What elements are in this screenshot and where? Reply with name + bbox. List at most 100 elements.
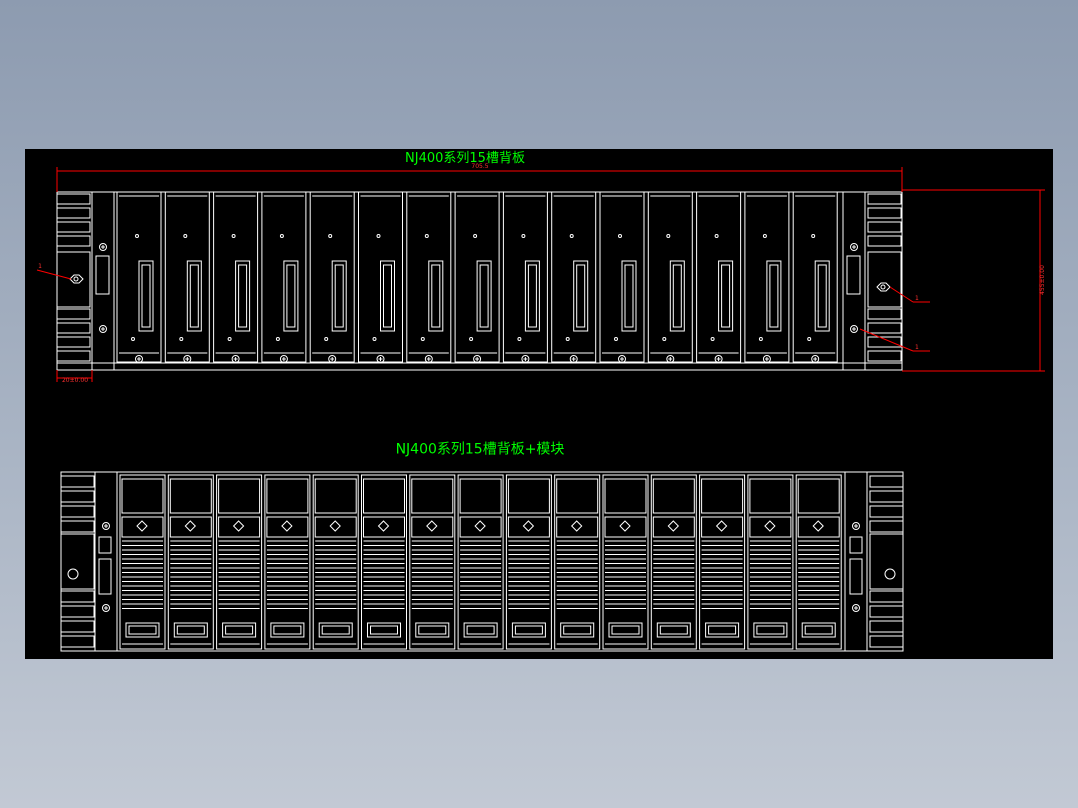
right-end-screw bbox=[850, 243, 858, 251]
slot-key-hole bbox=[666, 234, 671, 238]
right-bracket-fin bbox=[867, 221, 902, 233]
io-module-top-cover bbox=[701, 478, 744, 514]
io-module-handle-grip bbox=[659, 625, 688, 635]
left-mounting-hex-nut bbox=[69, 274, 84, 284]
backplane-slot bbox=[454, 191, 500, 363]
io-module-logo-icon bbox=[184, 520, 197, 532]
io-module-handle bbox=[656, 622, 691, 638]
io-module-frame bbox=[699, 474, 746, 650]
slot-connector-pins bbox=[527, 264, 537, 328]
slot-connector-pins bbox=[334, 264, 344, 328]
io-module-top-cover bbox=[797, 478, 840, 514]
io-module-logo-icon bbox=[377, 520, 390, 532]
io-module-handle-grip bbox=[708, 625, 737, 635]
right-assembly-fin bbox=[869, 475, 904, 488]
slot-connector bbox=[718, 260, 734, 332]
left-bracket-fin bbox=[56, 235, 91, 247]
io-module-top-cover bbox=[218, 478, 261, 514]
io-module-label-strip bbox=[169, 516, 212, 538]
io-module-top-cover bbox=[121, 478, 164, 514]
backplane-with-modules-view bbox=[60, 471, 904, 652]
io-module bbox=[216, 474, 263, 650]
io-module-logo-icon bbox=[232, 520, 245, 532]
slot-key-hole bbox=[710, 337, 715, 341]
right-ground-terminal bbox=[884, 568, 896, 580]
io-module-handle bbox=[608, 622, 643, 638]
slot-screw bbox=[714, 355, 723, 363]
io-module-frame bbox=[650, 474, 697, 650]
io-module-handle bbox=[270, 622, 305, 638]
slot-connector-pins bbox=[769, 264, 779, 328]
backplane-slot bbox=[116, 191, 162, 363]
slot-key-hole bbox=[135, 234, 139, 238]
io-module-handle-grip bbox=[128, 625, 157, 635]
io-module-label-strip bbox=[556, 516, 599, 538]
io-module-frame bbox=[216, 474, 263, 650]
io-module-handle bbox=[753, 622, 788, 638]
io-module-frame bbox=[457, 474, 504, 650]
right-end-connector bbox=[846, 255, 861, 295]
io-module-frame bbox=[409, 474, 456, 650]
io-module bbox=[699, 474, 746, 650]
io-module-logo-icon bbox=[715, 520, 728, 532]
left-bracket-fin bbox=[56, 350, 91, 362]
io-module-handle-grip bbox=[321, 625, 350, 635]
assembly-outline bbox=[60, 471, 904, 652]
backplane-slot bbox=[213, 191, 259, 363]
right-bracket-fin bbox=[867, 193, 902, 205]
cad-viewport[interactable]: NJ400系列15槽背板 NJ400系列15槽背板+模块 705.5 455±0… bbox=[25, 149, 1053, 659]
slot-screw bbox=[473, 355, 482, 363]
io-module-handle bbox=[705, 622, 740, 638]
slot-screw bbox=[618, 355, 626, 363]
right-assembly-fin bbox=[869, 620, 904, 633]
io-module bbox=[312, 474, 359, 650]
slot-key-hole bbox=[372, 337, 377, 341]
right-end-panel bbox=[842, 191, 866, 371]
slot-connector bbox=[380, 260, 395, 332]
io-module-handle-grip bbox=[466, 625, 495, 635]
right-mounting-bolt bbox=[880, 284, 886, 290]
left-power-screw bbox=[102, 604, 110, 612]
left-assembly-fin bbox=[60, 475, 95, 488]
io-module-frame bbox=[795, 474, 842, 650]
slot-key-hole bbox=[279, 234, 284, 238]
slot-connector bbox=[766, 260, 782, 332]
leader-line-right-upper bbox=[889, 286, 914, 303]
io-module-label-strip bbox=[314, 516, 357, 538]
right-mounting-flange bbox=[867, 251, 902, 308]
io-module bbox=[505, 474, 552, 650]
io-module-handle-grip bbox=[370, 625, 398, 635]
left-bracket-fin bbox=[56, 221, 91, 233]
io-module-label-strip bbox=[411, 516, 454, 538]
io-module-handle bbox=[125, 622, 160, 638]
dimension-annotations bbox=[36, 167, 1045, 382]
left-power-switch bbox=[98, 536, 112, 554]
io-module-label-strip bbox=[749, 516, 792, 538]
io-module-label-strip bbox=[507, 516, 550, 538]
slot-connector bbox=[138, 260, 154, 332]
slot-connector bbox=[186, 260, 202, 332]
backplane-slot bbox=[551, 191, 597, 363]
slot-key-hole bbox=[183, 234, 188, 238]
backplane-slot bbox=[309, 191, 355, 363]
io-module bbox=[167, 474, 214, 650]
io-module-label-strip bbox=[459, 516, 502, 538]
slot-connector-pins bbox=[383, 264, 392, 328]
left-ground-terminal bbox=[67, 568, 79, 580]
backplane-slot bbox=[792, 191, 838, 363]
right-assembly-flange bbox=[869, 533, 904, 590]
slot-screw bbox=[762, 355, 771, 363]
slot-screw bbox=[183, 355, 192, 363]
left-assembly-fin bbox=[60, 490, 95, 503]
slot-screw bbox=[424, 355, 433, 363]
slot-connector-pins bbox=[431, 264, 441, 328]
backplane-slot bbox=[647, 191, 693, 363]
slot-connector bbox=[235, 260, 251, 332]
left-power-module bbox=[94, 471, 118, 652]
io-module-handle-grip bbox=[804, 625, 833, 635]
slot-key-hole bbox=[131, 337, 135, 341]
slot-key-hole bbox=[569, 234, 574, 238]
io-module-handle-grip bbox=[418, 625, 447, 635]
slot-key-hole bbox=[807, 337, 812, 341]
io-module-label-strip bbox=[701, 516, 744, 538]
